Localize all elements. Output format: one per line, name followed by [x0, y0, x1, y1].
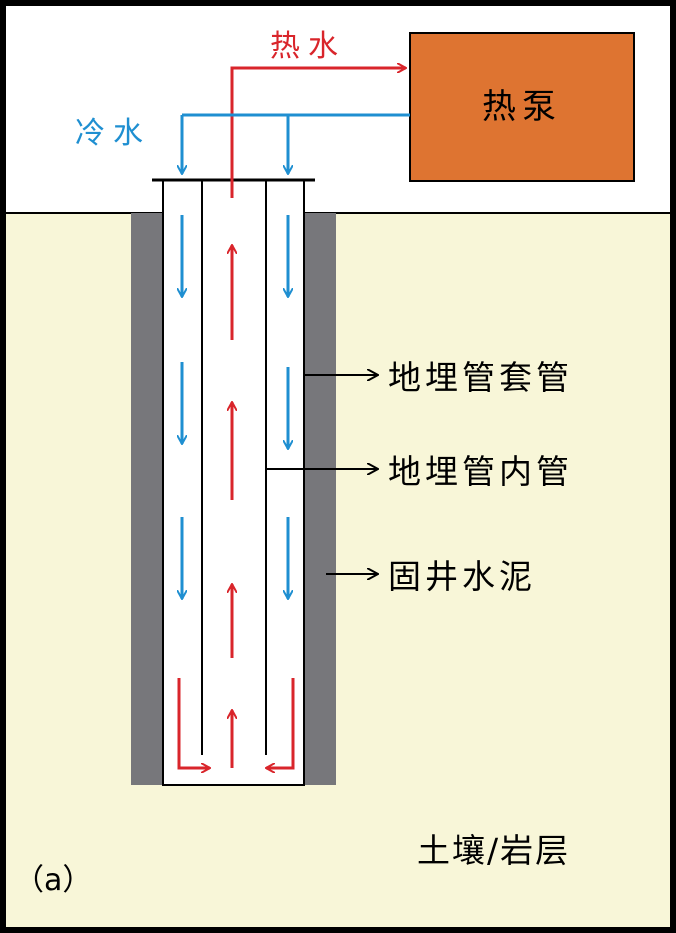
bottom-flow-right: [266, 678, 295, 768]
ground-area: [5, 213, 671, 928]
heat-pump-label: 热泵: [482, 87, 562, 127]
inner-pipe-label: 地埋管内管: [388, 452, 573, 491]
hot-water-label: 热水: [270, 29, 346, 64]
heat-pump-box: [409, 32, 635, 182]
grout-right: [304, 213, 336, 785]
grout-left: [131, 213, 163, 785]
panel-label: （a）: [14, 863, 92, 898]
cold-water-label: 冷水: [75, 116, 151, 151]
soil-rock-label: 土壤/岩层: [417, 831, 570, 870]
grout-label: 固井水泥: [388, 557, 536, 596]
outer-pipe-label: 地埋管套管: [388, 358, 573, 397]
bottom-flow-left: [177, 678, 210, 768]
hot-water-pipe: [230, 68, 406, 198]
